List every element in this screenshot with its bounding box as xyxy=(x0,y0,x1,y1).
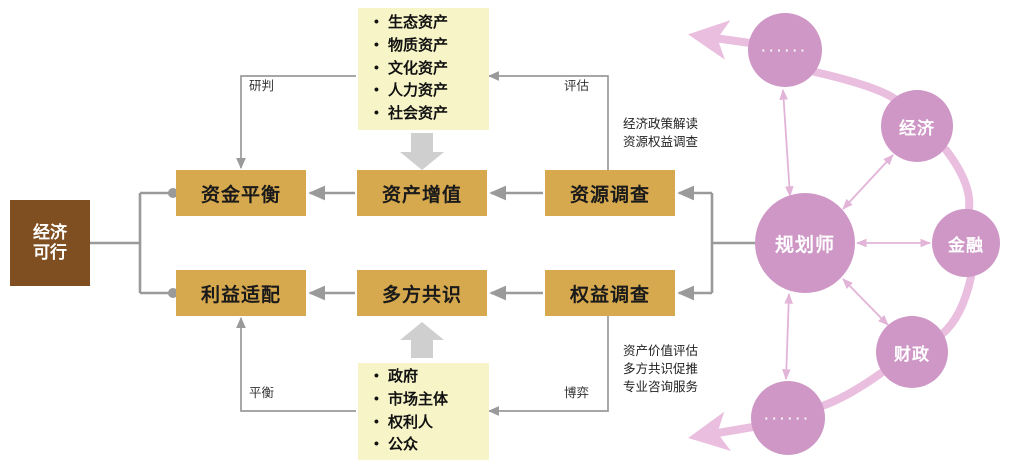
network-node-jingji[interactable]: 经济 xyxy=(881,90,953,162)
note-line: 资产价值评估 xyxy=(623,344,699,358)
block-arrows xyxy=(400,133,444,358)
list-item: 社会资产 xyxy=(374,102,483,126)
process-box-quanyi-diaocha[interactable]: 权益调查 xyxy=(545,270,675,316)
list-item: 市场主体 xyxy=(374,388,483,412)
list-item: 人力资产 xyxy=(374,79,483,103)
stakeholder-list-box[interactable]: 政府 市场主体 权利人 公众 xyxy=(358,363,489,460)
process-box-zichan-zengzhi[interactable]: 资产增值 xyxy=(357,170,487,216)
arc-caizheng-dotsbottom xyxy=(818,367,888,410)
list-item: 生态资产 xyxy=(374,11,483,35)
arc-jinrong-caizheng xyxy=(937,273,975,339)
asset-list: 生态资产 物质资产 文化资产 人力资产 社会资产 xyxy=(368,11,483,126)
anchor-box-economic-feasibility[interactable]: 经济 可行 xyxy=(10,200,90,286)
wire-boyi xyxy=(487,316,609,416)
note-line: 多方共识促推 xyxy=(623,361,699,376)
list-item: 文化资产 xyxy=(374,57,483,81)
note-block-top: 经济政策解读 资源权益调查 xyxy=(623,116,698,152)
edge-label-boyi: 博弈 xyxy=(564,386,590,400)
process-box-liyi-shipei[interactable]: 利益适配 xyxy=(176,270,306,316)
stakeholder-list: 政府 市场主体 权利人 公众 xyxy=(368,365,483,457)
arrow-dotstop-out xyxy=(688,20,754,60)
note-line: 资源权益调查 xyxy=(623,134,699,149)
network-node-dots-bottom[interactable]: ······ xyxy=(751,381,825,455)
list-item: 权利人 xyxy=(374,411,483,435)
anchor-line-2: 可行 xyxy=(33,243,67,262)
arrow-dotsbottom-out xyxy=(688,411,757,452)
process-box-ziyuan-diaocha[interactable]: 资源调查 xyxy=(545,170,675,216)
note-block-bottom: 资产价值评估 多方共识促推 专业咨询服务 xyxy=(623,343,698,396)
network-node-dots-top[interactable]: ······ xyxy=(748,13,822,87)
network-node-caizheng[interactable]: 财政 xyxy=(876,316,948,388)
block-arrow-up xyxy=(400,322,444,358)
asset-list-box[interactable]: 生态资产 物质资产 文化资产 人力资产 社会资产 xyxy=(358,8,489,130)
spoke-planner-jingji xyxy=(842,154,894,210)
edge-label-yanpan: 研判 xyxy=(249,79,275,93)
note-line: 经济政策解读 xyxy=(623,117,699,131)
spoke-planner-dotstop xyxy=(779,88,794,198)
arc-dotstop-jingji xyxy=(811,68,899,103)
arc-jingji-jinrong xyxy=(942,146,974,213)
list-item: 物质资产 xyxy=(374,34,483,58)
edge-label-pingheng: 平衡 xyxy=(249,386,275,400)
spoke-planner-caizheng xyxy=(842,278,889,326)
list-item: 政府 xyxy=(374,365,483,389)
process-box-zijin-pingheng[interactable]: 资金平衡 xyxy=(176,170,306,216)
spoke-planner-dotsbottom xyxy=(782,292,793,381)
edge-label-pinggu: 评估 xyxy=(564,79,590,93)
network-node-jinrong[interactable]: 金融 xyxy=(932,209,1000,277)
note-line: 专业咨询服务 xyxy=(623,379,699,394)
network-node-guihuashi[interactable]: 规划师 xyxy=(755,193,855,293)
anchor-box-text: 经济 可行 xyxy=(33,223,67,263)
wire-pinggu xyxy=(487,71,609,170)
block-arrow-down xyxy=(400,133,444,170)
anchor-line-1: 经济 xyxy=(33,222,67,242)
process-box-duofang-gongshi[interactable]: 多方共识 xyxy=(357,270,487,316)
list-item: 公众 xyxy=(374,433,483,457)
